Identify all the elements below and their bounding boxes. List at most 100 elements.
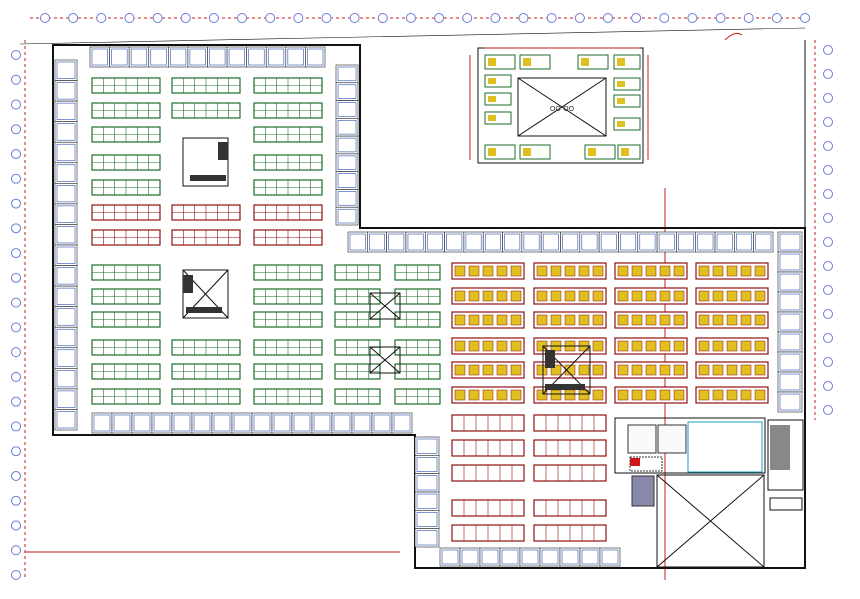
perimeter-room — [305, 46, 326, 68]
room-fixture — [56, 370, 76, 388]
table-seat — [454, 265, 466, 277]
table-seat — [754, 340, 766, 352]
perimeter-room — [777, 271, 803, 293]
grid-bubble — [518, 13, 529, 23]
perimeter-room — [351, 412, 373, 434]
table-seat — [740, 290, 752, 302]
room-fixture — [561, 549, 579, 565]
perimeter-room — [54, 368, 78, 390]
inset-caption: OO OO — [550, 105, 575, 113]
room-fixture — [373, 414, 391, 432]
grid-bubble — [687, 13, 698, 23]
inset-fixture — [488, 148, 496, 156]
table-seat — [645, 340, 657, 352]
table-seat — [550, 314, 562, 326]
room-fixture — [441, 549, 459, 565]
grid-bubble — [11, 50, 21, 60]
room-fixture — [337, 155, 357, 170]
room-fixture — [337, 102, 357, 117]
shelving-blocks — [91, 77, 441, 405]
perimeter-room — [54, 203, 78, 225]
table-seat — [740, 364, 752, 376]
room-fixture — [779, 393, 801, 411]
room-fixture — [56, 349, 76, 367]
grid-bubble — [11, 520, 21, 531]
perimeter-room — [285, 46, 306, 68]
perimeter-room — [54, 59, 78, 81]
grid-bubble — [771, 13, 782, 23]
grid-bubble — [11, 99, 21, 110]
perimeter-room — [331, 412, 353, 434]
grid-bubble — [823, 237, 833, 247]
perimeter-room — [391, 412, 413, 434]
perimeter-room — [171, 412, 193, 434]
grid-bubble — [823, 261, 833, 271]
table-seat — [712, 265, 724, 277]
table-seat — [659, 290, 671, 302]
table-seat — [592, 340, 604, 352]
perimeter-room — [251, 412, 273, 434]
grid-bubble — [11, 396, 21, 407]
room-fixture — [353, 414, 371, 432]
room-fixture — [779, 293, 801, 311]
table-seat — [468, 314, 480, 326]
inset-fixture — [588, 148, 596, 156]
room-fixture — [307, 48, 324, 66]
display-tables — [451, 262, 769, 542]
table-seat — [659, 389, 671, 401]
left-grid-bubbles — [11, 50, 21, 580]
perimeter-room — [777, 311, 803, 333]
inset-plan: OO OO — [469, 47, 649, 164]
room-fixture — [189, 48, 206, 66]
table-seat — [617, 340, 629, 352]
perimeter-room — [444, 231, 465, 253]
room-fixture — [313, 414, 331, 432]
inset-fixture — [581, 58, 589, 66]
perimeter-room — [540, 231, 561, 253]
room-fixture — [56, 411, 76, 429]
room-fixture — [56, 143, 76, 162]
grid-bubble — [823, 309, 833, 319]
inset-fixture — [621, 148, 629, 156]
room-fixture — [416, 530, 438, 546]
perimeter-room — [54, 244, 78, 266]
perimeter-room — [89, 46, 110, 68]
table-seat — [740, 340, 752, 352]
perimeter-room — [191, 412, 213, 434]
perimeter-room — [502, 231, 523, 253]
right-grid-bubbles — [823, 45, 833, 415]
perimeter-room — [424, 231, 445, 253]
room-fixture — [56, 205, 76, 223]
grid-bubble — [546, 13, 557, 23]
perimeter-room — [54, 347, 78, 369]
table-seat — [631, 314, 643, 326]
perimeter-room — [335, 118, 359, 137]
perimeter-room — [599, 547, 621, 567]
room-fixture — [407, 233, 424, 251]
perimeter-room — [777, 391, 803, 413]
perimeter-room — [54, 326, 78, 349]
table-seat — [617, 364, 629, 376]
grid-bubble — [293, 13, 304, 23]
room-fixture — [521, 549, 539, 565]
table-seat — [659, 364, 671, 376]
room-fixture — [173, 414, 191, 432]
grid-bubble — [823, 117, 833, 127]
perimeter-room — [54, 388, 78, 410]
grid-bubble — [68, 13, 79, 23]
table-seat — [673, 265, 685, 277]
table-seat — [617, 389, 629, 401]
table-seat — [592, 389, 604, 401]
table-seat — [468, 340, 480, 352]
table-seat — [564, 265, 576, 277]
perimeter-rooms-right — [777, 231, 803, 413]
grid-bubble — [715, 13, 726, 23]
room-fixture — [56, 267, 76, 285]
room-fixture — [779, 313, 801, 331]
table-seat — [510, 364, 522, 376]
grid-bubble — [823, 285, 833, 295]
perimeter-room — [521, 231, 542, 253]
grid-bubble — [237, 13, 248, 23]
grid-bubble — [823, 165, 833, 175]
table-seat — [496, 389, 508, 401]
